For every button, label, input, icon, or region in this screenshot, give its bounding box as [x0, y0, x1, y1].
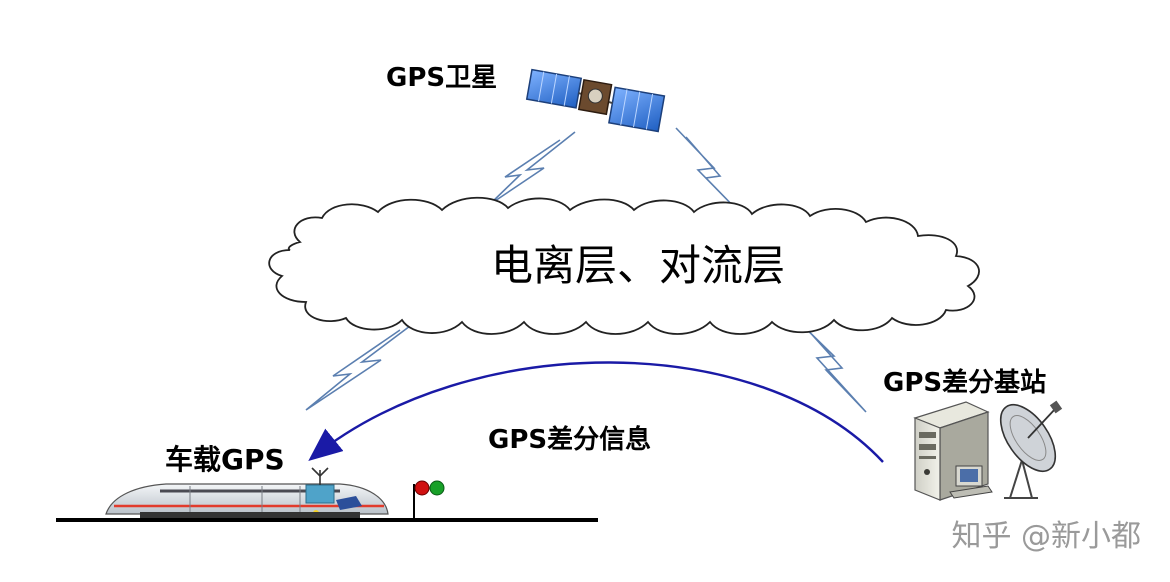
- differential-info-arrow: [308, 361, 884, 463]
- base-station-label: GPS差分基站: [883, 367, 1046, 398]
- train-icon: [105, 467, 389, 518]
- lightning-signal-icon: [305, 319, 419, 411]
- lightning-signal-icon: [675, 127, 743, 216]
- lightning-signal-icon: [794, 317, 867, 413]
- atmosphere-label: 电离层、对流层: [491, 241, 785, 290]
- server-icon: [913, 401, 993, 501]
- onboard-gps-label: 车载GPS: [165, 443, 285, 476]
- satellite-label: GPS卫星: [386, 63, 497, 93]
- satellite-icon: [525, 68, 666, 133]
- cloud-shape: [268, 196, 980, 335]
- rail-signal-icon: [413, 480, 445, 520]
- differential-info-label: GPS差分信息: [488, 424, 651, 455]
- lightning-signal-icon: [488, 131, 576, 206]
- dish-antenna-icon: [999, 400, 1063, 499]
- watermark: 知乎 @新小都: [951, 519, 1141, 554]
